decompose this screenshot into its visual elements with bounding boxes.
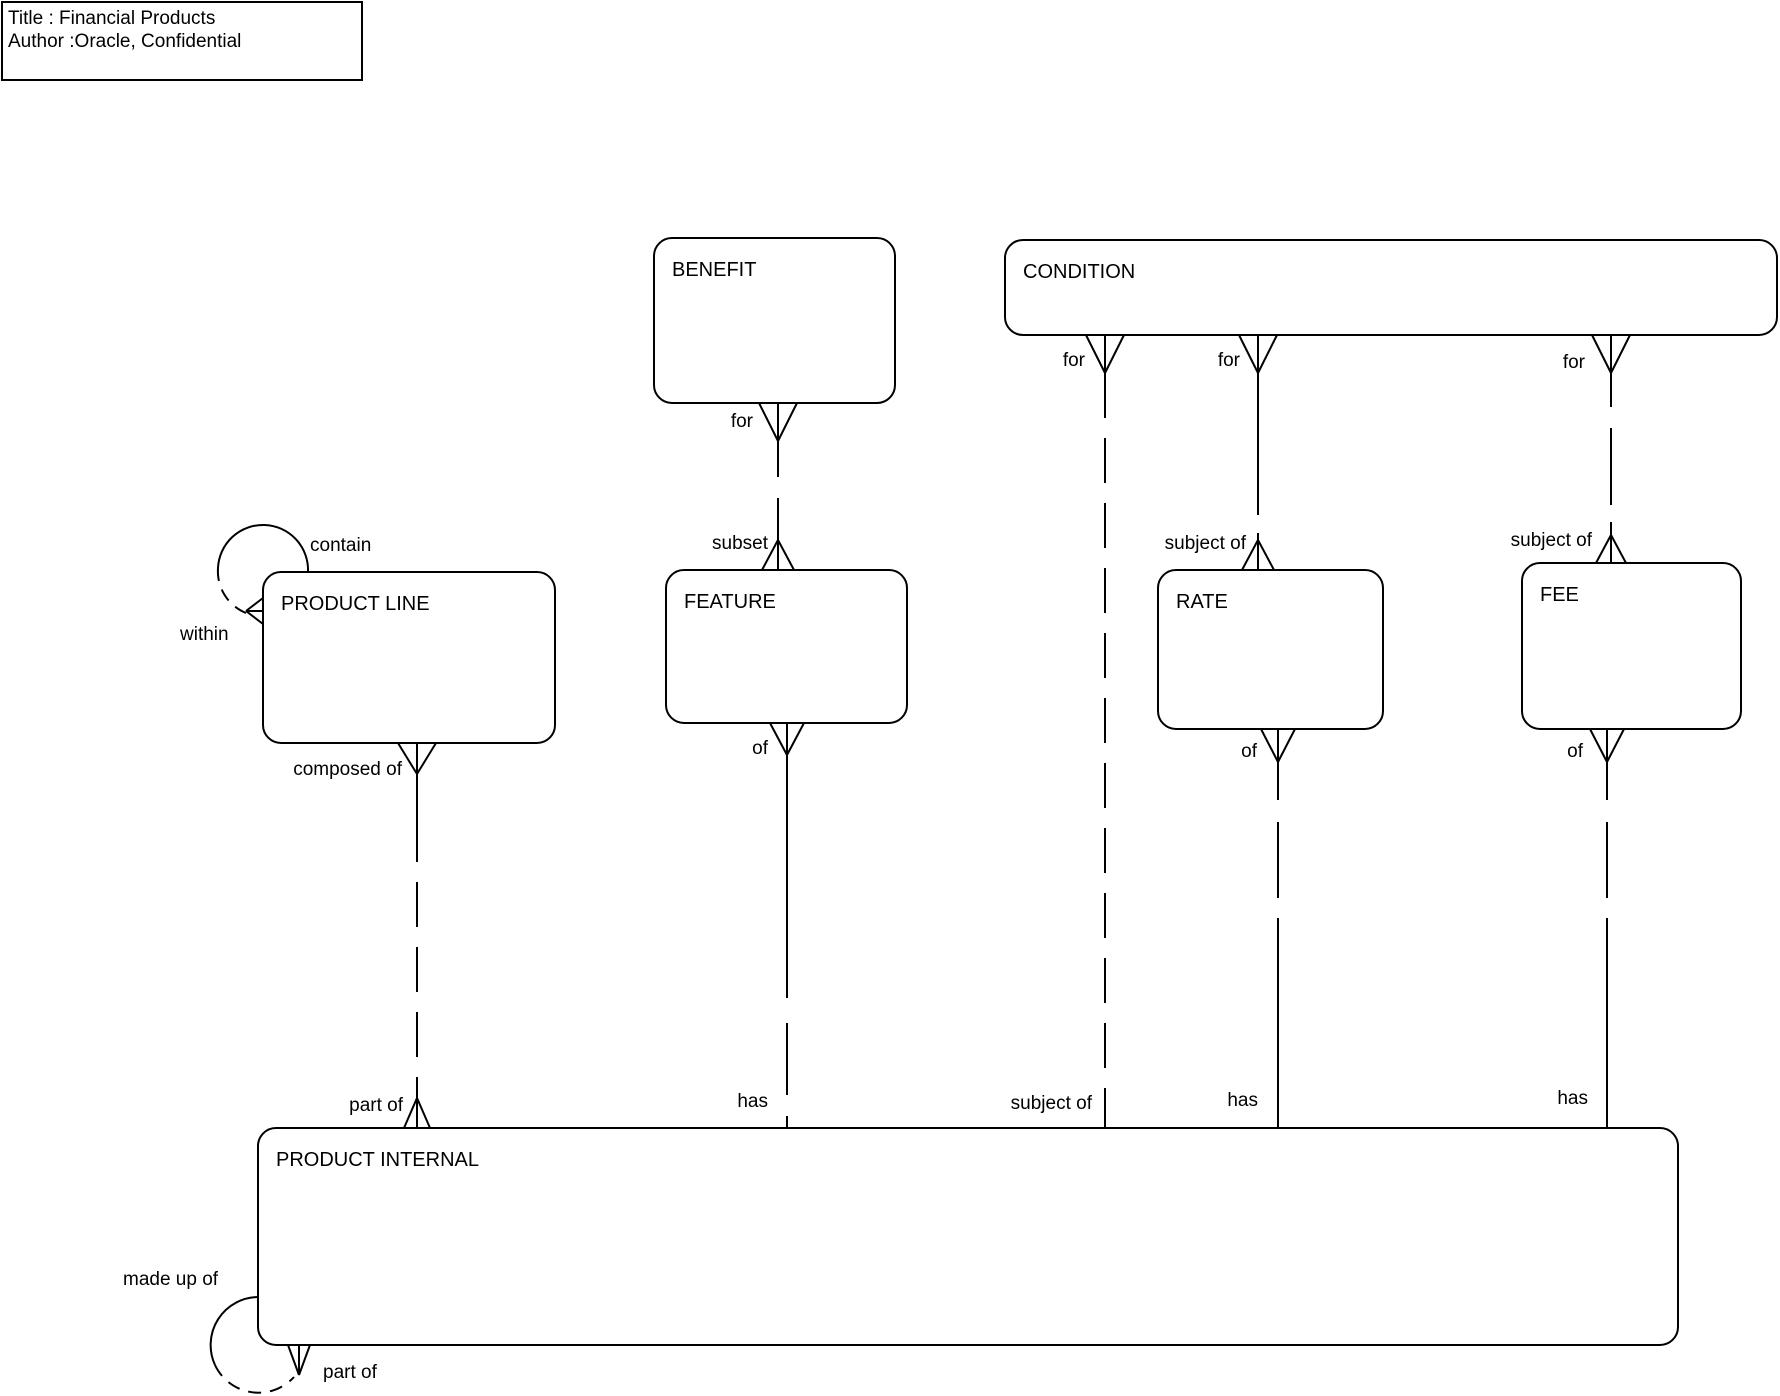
entity-product-internal-label: PRODUCT INTERNAL bbox=[276, 1149, 479, 1171]
entity-benefit[interactable]: BENEFIT bbox=[653, 237, 896, 404]
entity-fee[interactable]: FEE bbox=[1521, 562, 1742, 730]
relationship-product-line-product-internal bbox=[397, 742, 437, 1129]
crowfoot-condition-end-1 bbox=[1085, 334, 1125, 374]
crowfoot-product-internal-part-of-end bbox=[403, 1097, 431, 1129]
crowfoot-rate-bottom-end bbox=[1260, 728, 1296, 763]
label-rate-of: of bbox=[1241, 741, 1258, 762]
label-condition-for-2: for bbox=[1218, 350, 1241, 371]
label-fee-of: of bbox=[1567, 741, 1584, 762]
entity-rate-label: RATE bbox=[1176, 591, 1228, 613]
crowfoot-rate-top-end bbox=[1241, 539, 1275, 571]
entity-product-line-label: PRODUCT LINE bbox=[281, 593, 430, 615]
entity-rate[interactable]: RATE bbox=[1157, 569, 1384, 730]
entity-feature-box[interactable] bbox=[665, 569, 908, 724]
entity-condition[interactable]: CONDITION bbox=[1004, 239, 1778, 336]
diagram-title-box: Title : Financial Products Author :Oracl… bbox=[1, 1, 363, 81]
title-box-border bbox=[1, 1, 363, 81]
title-line: Title : Financial Products bbox=[8, 8, 215, 29]
label-rate-has: has bbox=[1227, 1090, 1258, 1111]
product-line-loop-dashed-arc bbox=[216, 567, 247, 614]
product-line-loop-solid-arc bbox=[217, 524, 310, 573]
product-line-loop-crowfoot bbox=[245, 597, 264, 625]
entity-condition-box[interactable] bbox=[1004, 239, 1778, 336]
crowfoot-condition-end-2 bbox=[1238, 334, 1278, 374]
entity-product-line-box[interactable] bbox=[262, 571, 556, 744]
crowfoot-feature-top-end bbox=[761, 539, 795, 571]
loop-product-line-contain-within bbox=[216, 524, 310, 625]
label-condition-for-3: for bbox=[1563, 352, 1586, 373]
entity-rate-box[interactable] bbox=[1157, 569, 1384, 730]
label-feature-of: of bbox=[752, 738, 769, 759]
crowfoot-benefit-end bbox=[758, 402, 798, 442]
label-contain: contain bbox=[310, 535, 371, 556]
label-rate-subject-of: subject of bbox=[1165, 533, 1247, 554]
product-internal-loop-solid-arc bbox=[209, 1296, 259, 1366]
relationship-condition-product-internal bbox=[1085, 334, 1125, 1128]
label-product-internal-subject-of: subject of bbox=[1011, 1093, 1093, 1114]
label-feature-subset: subset bbox=[712, 533, 769, 554]
loop-product-internal-made-up-of-part-of bbox=[209, 1296, 295, 1394]
entity-product-line[interactable]: PRODUCT LINE bbox=[262, 571, 556, 744]
crowfoot-condition-end-3 bbox=[1591, 334, 1631, 374]
crowfoot-fee-top-end bbox=[1595, 534, 1627, 564]
label-part-of-top: part of bbox=[349, 1095, 404, 1116]
product-internal-loop-dashed-arc bbox=[214, 1364, 295, 1394]
entity-fee-box[interactable] bbox=[1521, 562, 1742, 730]
label-made-up-of: made up of bbox=[123, 1269, 219, 1290]
entity-product-internal[interactable]: PRODUCT INTERNAL bbox=[257, 1127, 1679, 1346]
entity-fee-label: FEE bbox=[1540, 584, 1579, 606]
relationship-rate-product-internal bbox=[1260, 728, 1296, 1128]
crowfoot-fee-bottom-end bbox=[1589, 728, 1625, 763]
crowfoot-product-line-bottom-end bbox=[397, 742, 437, 775]
relationship-condition-rate bbox=[1238, 334, 1278, 571]
relationship-benefit-feature bbox=[758, 402, 798, 571]
crowfoot-product-internal-loop-end bbox=[287, 1344, 311, 1376]
entity-product-internal-box[interactable] bbox=[257, 1127, 1679, 1346]
label-fee-has: has bbox=[1557, 1088, 1588, 1109]
relationship-feature-product-internal bbox=[769, 722, 805, 1128]
entity-feature-label: FEATURE bbox=[684, 591, 776, 613]
label-benefit-for: for bbox=[731, 411, 754, 432]
label-fee-subject-of: subject of bbox=[1511, 530, 1593, 551]
entity-benefit-box[interactable] bbox=[653, 237, 896, 404]
relationship-condition-fee bbox=[1591, 334, 1631, 564]
label-feature-has: has bbox=[737, 1091, 768, 1112]
entity-benefit-label: BENEFIT bbox=[672, 259, 756, 281]
label-part-of-bottom: part of bbox=[323, 1362, 378, 1383]
author-line: Author :Oracle, Confidential bbox=[8, 31, 241, 52]
entity-feature[interactable]: FEATURE bbox=[665, 569, 908, 724]
relationship-fee-product-internal bbox=[1589, 728, 1625, 1128]
crowfoot-feature-bottom-end bbox=[769, 722, 805, 756]
label-condition-for-1: for bbox=[1063, 350, 1086, 371]
entity-condition-label: CONDITION bbox=[1023, 261, 1135, 283]
label-within: within bbox=[179, 624, 229, 645]
label-composed-of: composed of bbox=[293, 759, 403, 780]
